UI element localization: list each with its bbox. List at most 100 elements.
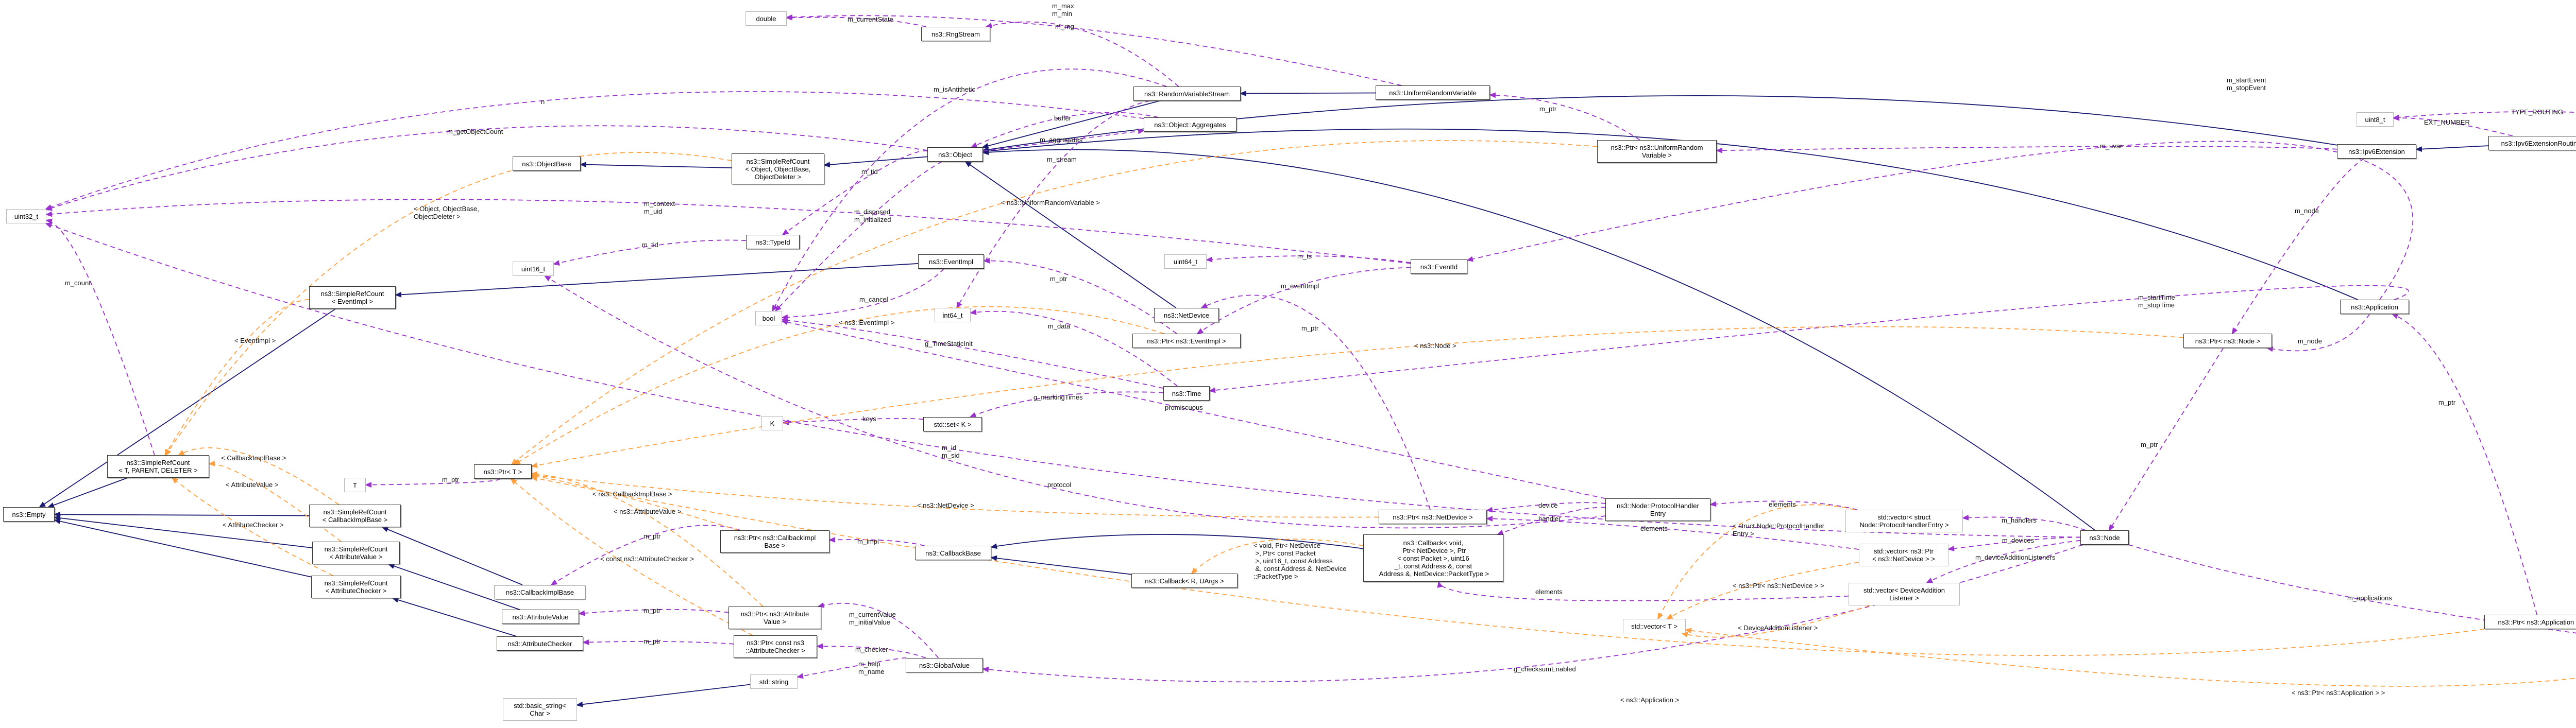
edge-label-ptr-uv-uv: m_ptr bbox=[1539, 105, 1557, 113]
class-node-uint64[interactable]: uint64_t bbox=[1164, 254, 1207, 269]
edge-member-node-vec-phe bbox=[1962, 514, 2086, 531]
class-node-ipv6ext[interactable]: ns3::Ipv6Extension bbox=[2337, 144, 2416, 159]
edge-inherit-sro-objectbase bbox=[580, 162, 732, 168]
class-node-object[interactable]: ns3::Object bbox=[927, 147, 983, 162]
edge-label-ptr-ac-ptr-t: < const ns3::AttributeChecker > bbox=[600, 555, 694, 563]
class-node-attributevalue[interactable]: ns3::AttributeValue bbox=[502, 610, 579, 624]
class-node-empty[interactable]: ns3::Empty bbox=[3, 507, 55, 522]
edge-label-setk-K: keys bbox=[862, 415, 876, 423]
class-node-ptr-av[interactable]: ns3::Ptr< ns3::Attribute Value > bbox=[728, 606, 821, 629]
edge-member-typeid-uint16 bbox=[553, 239, 747, 266]
edge-member-node-vec-netdev bbox=[1947, 536, 2081, 551]
edge-label-callback-void-callback-r: < void, Ptr< NetDevice >, Ptr< const Pac… bbox=[1253, 542, 1347, 580]
class-node-ptr-cib[interactable]: ns3::Ptr< ns3::CallbackImpl Base > bbox=[720, 530, 829, 553]
class-node-sre[interactable]: ns3::SimpleRefCount < EventImpl > bbox=[309, 286, 396, 309]
edge-template-srav-srt bbox=[208, 460, 342, 542]
edge-template-srac-srt bbox=[171, 477, 333, 576]
class-node-rvs[interactable]: ns3::RandomVariableStream bbox=[1133, 86, 1241, 101]
edge-label-ptr-app-application: m_ptr bbox=[2438, 398, 2456, 406]
class-node-basicstring[interactable]: std::basic_string< Char > bbox=[503, 698, 577, 721]
class-node-ptr-eventimpl[interactable]: ns3::Ptr< ns3::EventImpl > bbox=[1132, 334, 1241, 348]
class-node-callback-void[interactable]: ns3::Callback< void, Ptr< NetDevice >, P… bbox=[1363, 534, 1503, 582]
edge-member-ptr-t-T bbox=[365, 478, 501, 488]
class-node-objectbase[interactable]: ns3::ObjectBase bbox=[513, 157, 581, 171]
class-node-ptr-t[interactable]: ns3::Ptr< T > bbox=[474, 464, 532, 479]
class-node-eventimpl[interactable]: ns3::EventImpl bbox=[918, 254, 984, 269]
class-node-uint16[interactable]: uint16_t bbox=[513, 262, 554, 276]
class-node-attributechecker[interactable]: ns3::AttributeChecker bbox=[497, 636, 583, 651]
edge-label-object-bool: m_disposed m_initialized bbox=[854, 208, 891, 223]
edge-member-vec-netdev-ptr-netdevice bbox=[1486, 515, 1859, 550]
class-node-callback-r[interactable]: ns3::Callback< R, UArgs > bbox=[1131, 574, 1238, 588]
class-node-application[interactable]: ns3::Application bbox=[2340, 300, 2409, 314]
class-node-srav[interactable]: ns3::SimpleRefCount < AttributeValue > bbox=[312, 542, 400, 564]
edge-label-vec-dal-callback-void: elements bbox=[1535, 588, 1563, 596]
edge-inherit-attributechecker-srac bbox=[392, 597, 517, 637]
class-node-ptr-uv[interactable]: ns3::Ptr< ns3::UniformRandom Variable > bbox=[1597, 140, 1717, 163]
class-node-callbackbase[interactable]: ns3::CallbackBase bbox=[915, 546, 991, 560]
edge-label-phe-bool: promiscuous bbox=[1165, 404, 1203, 411]
edge-member-ptr-node-node bbox=[2108, 348, 2224, 531]
class-node-uint32[interactable]: uint32_t bbox=[6, 209, 46, 223]
class-node-vec-phe[interactable]: std::vector< struct Node::ProtocolHandle… bbox=[1845, 510, 1963, 532]
class-node-vec-netdev[interactable]: std::vector< ns3::Ptr < ns3::NetDevice >… bbox=[1859, 544, 1948, 566]
edge-label-ipv6ext-ptr-node: m_node bbox=[2295, 207, 2319, 215]
class-node-vec-dal[interactable]: std::vector< DeviceAddition Listener > bbox=[1849, 583, 1960, 605]
edge-label-rvs-bool: m_isAntithetic bbox=[934, 85, 975, 93]
edge-label-vec-netdev-ptr-netdevice: elements bbox=[1640, 525, 1668, 532]
class-node-sro[interactable]: ns3::SimpleRefCount < Object, ObjectBase… bbox=[732, 153, 824, 184]
edge-label-srcib-srt: < CallbackImplBase > bbox=[221, 454, 286, 462]
edge-template-ptr-av-ptr-t bbox=[531, 471, 764, 607]
class-node-srt[interactable]: ns3::SimpleRefCount < T, PARENT, DELETER… bbox=[107, 455, 209, 478]
edge-label-phe-uint16: protocol bbox=[1047, 481, 1072, 489]
class-node-srac[interactable]: ns3::SimpleRefCount < AttributeChecker > bbox=[311, 576, 401, 598]
class-node-ptr-node[interactable]: ns3::Ptr< ns3::Node > bbox=[2183, 334, 2272, 348]
class-node-rngstream[interactable]: ns3::RngStream bbox=[921, 27, 990, 41]
edge-member-ptr-cib-callbackimplbase bbox=[550, 525, 741, 586]
edge-label-rvs-int64: m_stream bbox=[1047, 155, 1077, 163]
class-node-T[interactable]: T bbox=[344, 478, 366, 492]
edge-label-object-aggregates: m_aggregates bbox=[1040, 136, 1083, 144]
class-node-netdevice[interactable]: ns3::NetDevice bbox=[1154, 308, 1219, 322]
edge-member-application-time bbox=[1209, 285, 2409, 393]
edge-label-ptr-uv-ptr-t: < ns3::UniformRandomVariable > bbox=[1001, 199, 1100, 206]
class-node-string[interactable]: std::string bbox=[750, 674, 798, 689]
class-node-time[interactable]: ns3::Time bbox=[1163, 386, 1210, 401]
class-node-globalvalue[interactable]: ns3::GlobalValue bbox=[906, 658, 983, 672]
class-node-ptr-netdevice[interactable]: ns3::Ptr< ns3::NetDevice > bbox=[1379, 510, 1487, 524]
class-node-callbackimplbase[interactable]: ns3::CallbackImplBase bbox=[495, 585, 585, 599]
edge-label-eventimpl-bool: m_cancel bbox=[859, 296, 888, 303]
class-node-int64[interactable]: int64_t bbox=[935, 308, 971, 322]
class-node-bool[interactable]: bool bbox=[755, 311, 782, 325]
class-node-ipv6extrouting[interactable]: ns3::Ipv6ExtensionRouting bbox=[2488, 136, 2576, 150]
edge-inherit-srav-empty bbox=[54, 515, 313, 548]
class-node-phe[interactable]: ns3::Node::ProtocolHandler Entry bbox=[1605, 498, 1710, 521]
edge-template-ptr-app-ptr-t bbox=[531, 475, 2485, 656]
edge-label-time-int64: m_data bbox=[1048, 322, 1071, 330]
class-node-K[interactable]: K bbox=[761, 416, 783, 430]
class-node-uint8[interactable]: uint8_t bbox=[2357, 112, 2394, 127]
edge-label-application-ptr-node: m_node bbox=[2298, 337, 2322, 345]
class-node-ptr-app[interactable]: ns3::Ptr< ns3::Application > bbox=[2484, 615, 2576, 629]
edge-member-ptr-av-attributevalue bbox=[578, 609, 729, 616]
class-node-node[interactable]: ns3::Node bbox=[2080, 530, 2129, 545]
class-node-typeid[interactable]: ns3::TypeId bbox=[746, 235, 800, 249]
class-node-double[interactable]: double bbox=[745, 11, 787, 26]
class-node-srcib[interactable]: ns3::SimpleRefCount < CallbackImplBase > bbox=[309, 505, 401, 527]
edge-label-phe-ptr-netdevice: device bbox=[1538, 501, 1558, 509]
edge-template-sro-srt bbox=[165, 152, 732, 456]
edge-member-node-uint32 bbox=[45, 222, 2081, 538]
class-node-vector-t[interactable]: std::vector< T > bbox=[1623, 619, 1686, 633]
class-node-ptr-ac[interactable]: ns3::Ptr< const ns3 ::AttributeChecker > bbox=[734, 635, 817, 658]
class-node-setk[interactable]: std::set< K > bbox=[923, 417, 982, 431]
class-node-uv[interactable]: ns3::UniformRandomVariable bbox=[1376, 85, 1490, 100]
edge-template-ptr-netdevice-ptr-t bbox=[531, 473, 1379, 518]
class-node-aggregates[interactable]: ns3::Object::Aggregates bbox=[1144, 117, 1236, 132]
edge-inherit-object-sro bbox=[823, 156, 928, 168]
edge-inherit-node-object bbox=[982, 149, 2095, 531]
edge-member-vec-phe-phe bbox=[1709, 500, 1858, 510]
class-node-eventid[interactable]: ns3::EventId bbox=[1411, 259, 1467, 274]
edge-inherit-callback-void-callbackbase bbox=[990, 534, 1364, 549]
